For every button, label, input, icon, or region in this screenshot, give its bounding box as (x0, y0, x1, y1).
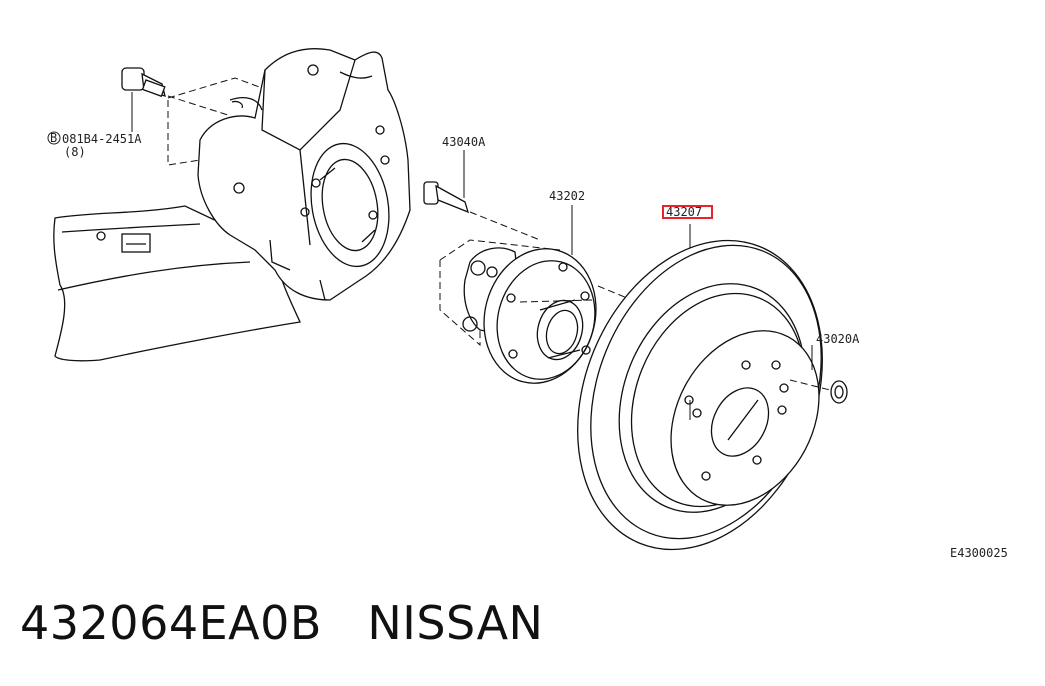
bolt-quantity-label: (8) (64, 145, 86, 159)
bolt-part-label: 081B4-2451A (62, 132, 142, 146)
part-number: 432064EA0B (20, 596, 322, 650)
lug-nut (789, 379, 848, 404)
exploded-parts-diagram: B 081B4-2451A (8) 43040A 43202 43207 430… (47, 48, 1008, 560)
rotor-label: 43207 (666, 205, 702, 219)
hub-bolt-label: 43040A (442, 135, 486, 149)
figure-code-label: E4300025 (950, 546, 1008, 560)
brand-name: NISSAN (367, 596, 544, 650)
part-title: 432064EA0B NISSAN (20, 596, 543, 650)
rotor-highlight-box (662, 205, 713, 219)
rotor-callout: 43207 (662, 205, 713, 219)
nut-label: 43020A (816, 332, 860, 346)
hub-label: 43202 (549, 189, 585, 203)
brake-rotor (577, 224, 823, 551)
bolt-symbol-label: B (50, 131, 57, 145)
hub-assembly (439, 205, 633, 384)
hub-bolt (423, 150, 541, 241)
flange-bolt (121, 67, 263, 166)
knuckle-assembly (53, 48, 411, 362)
bolt-callout: B 081B4-2451A (8) (47, 131, 142, 159)
